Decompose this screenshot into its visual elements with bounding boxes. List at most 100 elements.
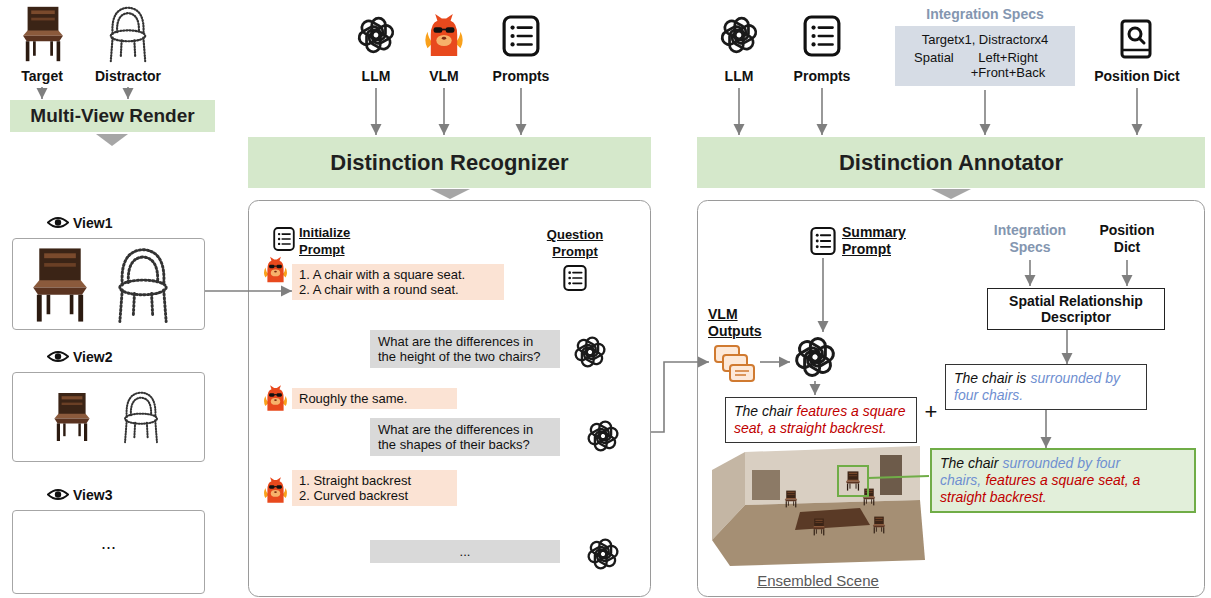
scene-illustration [838,466,868,496]
flow-arrow [1066,330,1068,364]
output-label: VLM Outputs [708,306,776,340]
flow-arrow [205,290,292,292]
input-label: Target [2,68,82,85]
icon-label: Position Dict [1082,68,1192,85]
node-text: What are the differences in the shapes o… [378,422,552,452]
node-text: What are the differences in the height o… [378,334,552,364]
panel-outline [698,201,1205,597]
node-text: 2. A chair with a round seat. [299,282,497,297]
node-text: Spatial [914,50,960,65]
annotator-arrows [760,361,790,363]
annotator-icons [794,339,836,376]
view-box: View1 [12,238,205,330]
dialogue-icons [274,228,294,250]
tool-icons [720,18,759,52]
input-chairs [23,7,145,61]
tool-icons [504,17,538,55]
node-text: ... [378,544,552,559]
scene-illustration [712,446,929,566]
node-text: View1 [73,215,112,231]
process-box: Spatial Relationship Descriptor [987,288,1165,330]
annotator-icons [715,346,754,381]
input-arrows [520,88,522,135]
view-eye-icon [48,490,68,499]
node-text: View2 [73,349,112,365]
view-render-chairs [33,248,166,442]
node-text: Integration Specs [895,6,1075,22]
view-render-chairs [120,250,166,322]
plus-sign: + [921,403,941,420]
scene-illustration [745,446,920,505]
icon-label: LLM [346,68,406,85]
input-arrows [1136,88,1138,135]
node-text: Left+Right +Front+Back [960,50,1056,80]
node-text: 1. A chair with a square seat. [299,267,497,282]
annotator-arrows [651,362,709,432]
input-label: Integration Specs [980,222,1080,256]
annotator-arrows [1029,260,1031,286]
node-text: The chair is [954,370,1026,386]
panel-outline [249,201,651,597]
input-arrows [738,88,740,135]
annotator-arrows [822,258,824,332]
input-label: Distractor [83,68,173,85]
scene-illustration [795,508,870,530]
node-text: Distinction Annotator [839,150,1063,176]
final-box: The chairsurrounded by four chairs,featu… [930,448,1196,513]
llm-question: What are the differences in the height o… [370,330,560,368]
scene-illustration [813,519,825,536]
view-box: View3... [12,510,205,594]
llm-question: What are the differences in the shapes o… [370,418,560,456]
flow-chevron [96,134,128,146]
input-arrows [984,90,986,135]
node-text: View3 [73,487,112,503]
input-chairs [111,8,145,61]
scene-illustration [785,491,797,508]
dialogue-icons [264,385,287,411]
icon-label: VLM [414,68,474,85]
summary-box: The chairfeatures a square seat, a strai… [725,397,917,443]
node-text: Roughly the same. [299,391,450,406]
flow-chevron [931,189,971,199]
node-text: Targetx1, Distractorx4 [903,32,1067,47]
input-arrows [821,88,823,135]
tool-icons [425,14,462,56]
node-text: Multi-View Render [30,105,194,127]
spatial-box: The chair issurrounded by four chairs. [945,364,1147,410]
stage-band: Multi-View Render [10,100,215,132]
dialogue-icons [564,266,585,290]
node-text: ... [13,511,204,554]
panel-outline [249,201,1205,597]
scene-illustration [873,517,885,534]
dialogue-icons [264,228,619,568]
prompt-label: Initialize Prompt [299,224,367,258]
annotator-icons [715,228,836,381]
scene-illustration [752,470,780,500]
stage-band: Distinction Annotator [697,137,1205,188]
prompt-label: Question Prompt [540,226,610,260]
view-eye-icon [48,352,68,361]
annotator-arrows [814,381,816,395]
spec-box: Integration SpecsTargetx1, Distractorx4S… [895,26,1075,86]
node-text: The chair [940,455,998,471]
view-render-chairs [54,393,89,441]
view-render-chairs [33,248,87,321]
scene-illustration [868,476,929,478]
icon-label: Prompts [481,68,561,85]
icon-label: LLM [709,68,769,85]
view-eye-icon [48,218,68,227]
caption-label: Ensembled Scene [748,572,888,589]
dialogue-icons [573,338,606,367]
input-label: Position Dict [1090,222,1164,256]
node-text: 1. Straight backrest [299,473,450,488]
dialogue-icons [264,257,287,283]
vlm-reply: 1. Straight backrest2. Curved backrest [292,470,457,506]
input-arrows [41,87,43,99]
node-text: Spatial Relationship Descriptor [996,293,1156,325]
prompt-label: Summary Prompt [842,224,918,258]
node-text: 2. Curved backrest [299,488,450,503]
scene-illustration [712,500,925,566]
node-text: Distinction Recognizer [330,150,568,176]
vlm-reply: 1. A chair with a square seat.2. A chair… [292,264,504,300]
